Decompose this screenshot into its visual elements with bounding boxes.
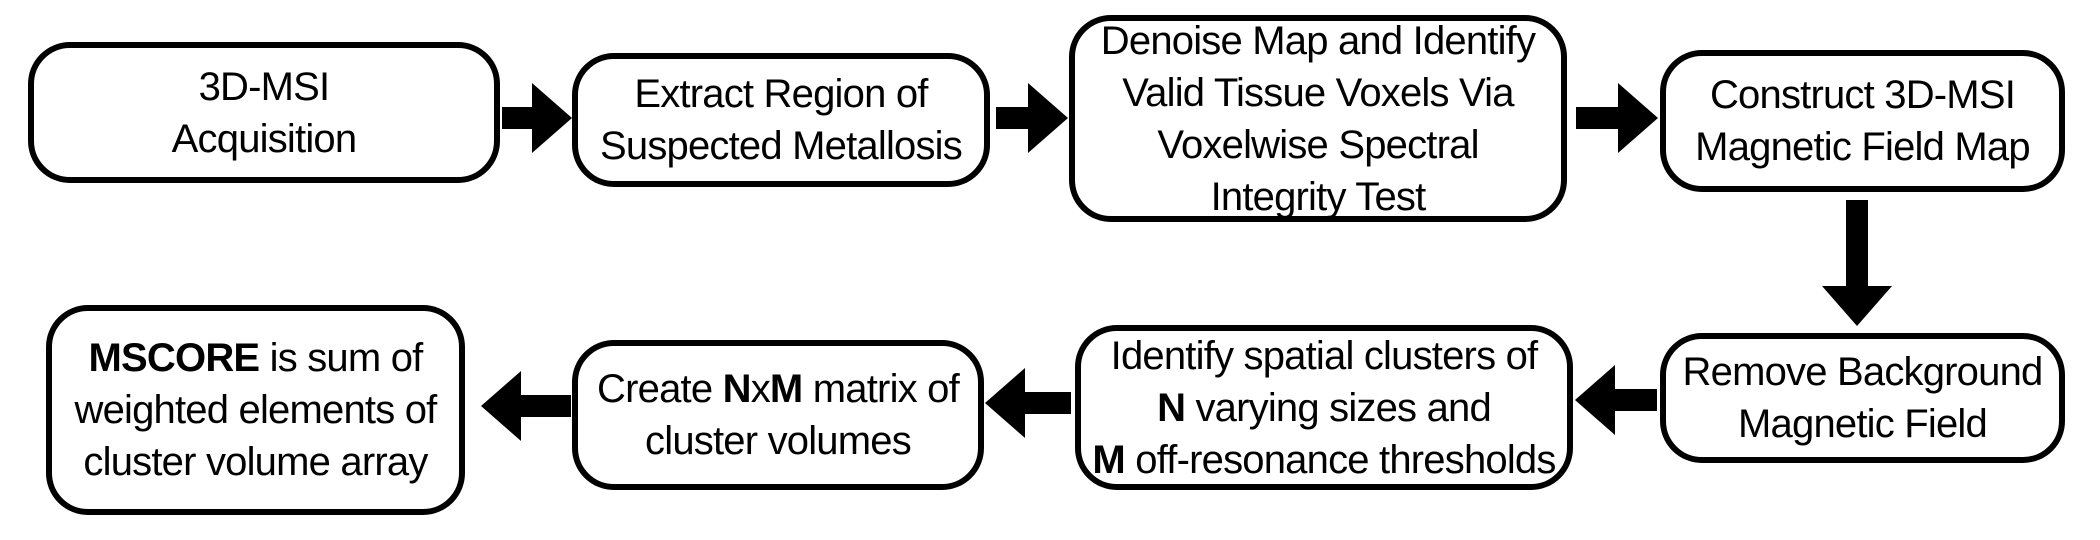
arrow-shaft xyxy=(502,107,534,129)
arrow-acquisition-to-extract-region xyxy=(502,83,572,153)
text-segment: Identify spatial clusters of xyxy=(1110,333,1539,378)
text-segment: x xyxy=(750,367,771,411)
text-line: Magnetic Field Map xyxy=(1695,121,2030,173)
arrowhead-right-icon xyxy=(1028,83,1068,153)
arrowhead-left-icon xyxy=(985,368,1025,438)
text-line: Integrity Test xyxy=(1101,171,1535,223)
text-line: Valid Tissue Voxels Via xyxy=(1101,67,1535,119)
arrow-shaft xyxy=(519,395,571,417)
text-segment: is sum of xyxy=(259,336,424,380)
text-line: M off-resonance thresholds xyxy=(1092,434,1556,486)
arrow-shaft xyxy=(996,107,1030,129)
text-segment-bold: M xyxy=(769,367,803,411)
text-line: cluster volumes xyxy=(597,415,959,467)
arrow-remove-background-to-identify-clusters xyxy=(1575,365,1657,435)
arrow-identify-clusters-to-create-matrix xyxy=(985,368,1071,438)
text-segment: weighted elements of xyxy=(74,388,437,432)
text-segment: Integrity Test xyxy=(1210,174,1427,219)
text-segment-bold: N xyxy=(722,367,752,411)
text-line: Acquisition xyxy=(172,113,357,165)
arrow-shaft xyxy=(1846,200,1868,288)
text-line: Denoise Map and Identify xyxy=(1100,15,1536,67)
text-segment: cluster volumes xyxy=(645,419,912,463)
text-segment: Suspected Metallosis xyxy=(600,124,963,168)
text-segment: 3D-MSI xyxy=(198,64,331,109)
text-line: Suspected Metallosis xyxy=(600,120,963,172)
text-segment: varying sizes and xyxy=(1185,385,1491,430)
arrowhead-down-icon xyxy=(1822,286,1892,326)
arrow-create-matrix-to-mscore xyxy=(481,371,571,441)
text-line: Construct 3D-MSI xyxy=(1695,69,2030,121)
arrow-extract-region-to-denoise xyxy=(996,83,1068,153)
text-line: Create NxM matrix of xyxy=(597,363,960,415)
flow-node-label: 3D-MSI Acquisition xyxy=(172,61,357,165)
text-segment: Denoise Map and Identify xyxy=(1100,18,1536,63)
text-segment: Remove Background xyxy=(1682,350,2044,394)
text-segment: Acquisition xyxy=(171,116,357,161)
flow-node-label: Extract Region of Suspected Metallosis xyxy=(600,68,963,172)
text-segment-bold: N xyxy=(1157,385,1186,430)
flow-node-construct-field-map: Construct 3D-MSI Magnetic Field Map xyxy=(1660,50,2065,192)
arrowhead-right-icon xyxy=(1618,83,1658,153)
arrow-shaft xyxy=(1613,389,1657,411)
arrow-shaft xyxy=(1023,392,1071,414)
flow-node-extract-region: Extract Region of Suspected Metallosis xyxy=(572,53,990,187)
text-segment: Create xyxy=(597,367,723,411)
text-line: cluster volume array xyxy=(74,436,436,488)
text-segment: off-resonance thresholds xyxy=(1124,437,1556,482)
text-segment: Construct 3D-MSI xyxy=(1709,73,2016,117)
arrow-shaft xyxy=(1576,107,1620,129)
text-line: weighted elements of xyxy=(74,384,437,436)
text-line: Remove Background xyxy=(1682,346,2044,398)
text-segment-bold: MSCORE xyxy=(88,336,261,380)
text-segment: cluster volume array xyxy=(83,440,428,484)
flow-node-acquisition: 3D-MSI Acquisition xyxy=(28,42,500,183)
text-segment: Extract Region of xyxy=(634,72,928,116)
text-segment-bold: M xyxy=(1092,437,1125,482)
text-line: Voxelwise Spectral xyxy=(1101,119,1535,171)
text-segment: Magnetic Field xyxy=(1738,402,1988,446)
text-segment: Magnetic Field Map xyxy=(1695,125,2030,169)
text-line: MSCORE is sum of xyxy=(74,332,436,384)
text-line: Identify spatial clusters of xyxy=(1092,330,1555,382)
arrowhead-left-icon xyxy=(481,371,521,441)
flow-node-label: Construct 3D-MSI Magnetic Field Map xyxy=(1695,69,2030,173)
arrowhead-left-icon xyxy=(1575,365,1615,435)
text-segment: Voxelwise Spectral xyxy=(1157,122,1479,167)
arrowhead-right-icon xyxy=(532,83,572,153)
text-segment: Valid Tissue Voxels Via xyxy=(1122,70,1514,115)
text-segment: matrix of xyxy=(802,367,960,411)
arrow-denoise-to-construct-field-map xyxy=(1576,83,1658,153)
text-line: 3D-MSI xyxy=(172,61,357,113)
arrow-construct-field-map-to-remove-background xyxy=(1822,200,1892,326)
text-line: N varying sizes and xyxy=(1092,382,1555,434)
text-line: Magnetic Field xyxy=(1683,398,2043,450)
text-line: Extract Region of xyxy=(600,68,962,120)
